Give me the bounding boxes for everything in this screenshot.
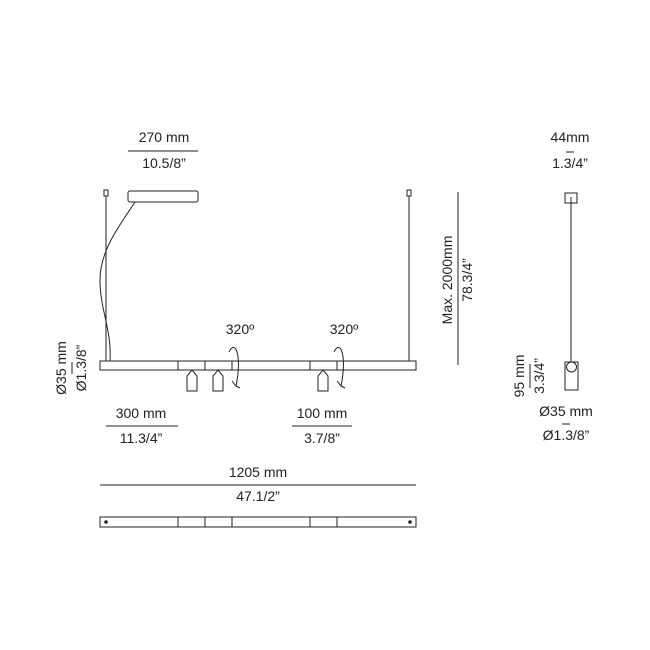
spot-height-in: 3.3/4” xyxy=(531,358,547,394)
rotation-label-left: 320º xyxy=(226,321,254,337)
right-ceiling-anchor xyxy=(406,189,412,197)
left-offset-mm: 300 mm xyxy=(116,405,167,421)
rotation-arrow-icon xyxy=(333,346,346,389)
spot-diameter-mm: Ø35 mm xyxy=(539,403,593,419)
rotation-arrow-icon xyxy=(228,346,241,389)
spot-diameter-in: Ø1.3/8” xyxy=(543,427,590,443)
spot-height-mm: 95 mm xyxy=(511,355,527,398)
spotlight-2 xyxy=(212,369,224,392)
bar-diameter-mm: Ø35 mm xyxy=(53,341,69,395)
left-ceiling-anchor xyxy=(103,189,109,197)
light-bar xyxy=(99,360,417,371)
spot-offset-mm: 100 mm xyxy=(297,405,348,421)
spotlight-1 xyxy=(186,369,198,392)
side-spot-joint xyxy=(566,361,577,373)
canopy-width-mm: 270 mm xyxy=(139,129,190,145)
top-view-bar xyxy=(99,516,417,528)
front-view: 320º 320º xyxy=(99,189,417,392)
side-view xyxy=(564,192,579,391)
max-height-in: 78.3/4” xyxy=(459,258,475,302)
side-canopy-in: 1.3/4” xyxy=(552,155,588,171)
max-height-mm: Max. 2000mm xyxy=(439,236,455,325)
canopy xyxy=(127,190,199,203)
power-cable xyxy=(99,201,136,362)
spotlight-3 xyxy=(317,369,329,392)
canopy-width-in: 10.5/8” xyxy=(142,155,186,171)
rotation-label-right: 320º xyxy=(330,321,358,337)
bar-segment-dividers xyxy=(177,361,338,370)
side-canopy-mm: 44mm xyxy=(551,129,590,145)
left-offset-in: 11.3/4” xyxy=(120,430,163,446)
total-length-mm: 1205 mm xyxy=(229,464,287,480)
bar-diameter-in: Ø1.3/8” xyxy=(73,344,89,391)
total-length-in: 47.1/2” xyxy=(236,488,280,504)
spot-offset-in: 3.7/8” xyxy=(304,430,340,446)
